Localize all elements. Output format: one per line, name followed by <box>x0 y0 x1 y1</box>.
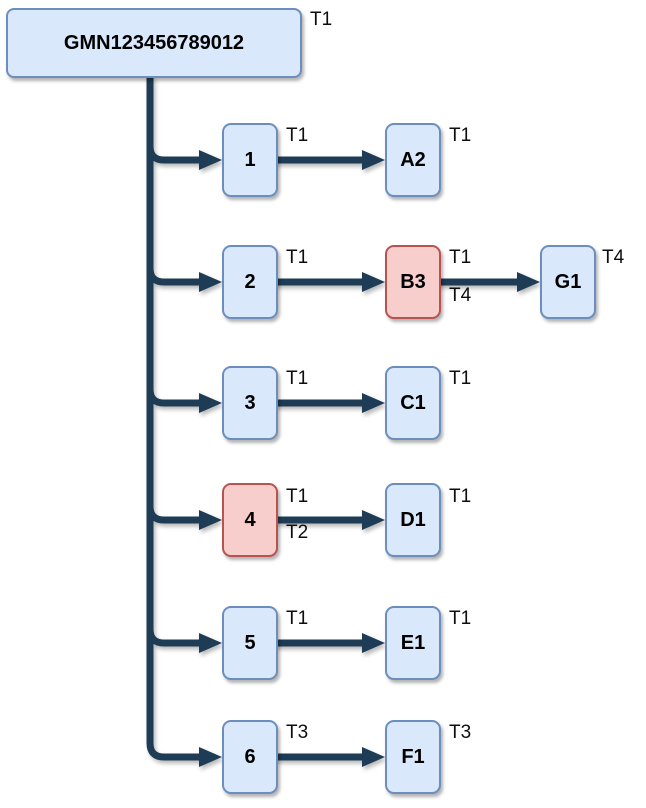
tag-node-5: T1 <box>286 608 309 629</box>
node-1[interactable]: 1 <box>222 123 278 197</box>
trunk-connector <box>146 74 204 761</box>
arrowhead-icon <box>199 150 222 170</box>
arrowhead-icon <box>362 510 385 530</box>
node-a2[interactable]: A2 <box>385 123 441 197</box>
tag-node-1: T1 <box>286 125 309 146</box>
branch-connector <box>146 142 204 164</box>
node-b3[interactable]: B3 <box>385 245 441 319</box>
node-3[interactable]: 3 <box>222 366 278 440</box>
node-e1[interactable]: E1 <box>385 606 441 680</box>
arrowhead-icon <box>199 633 222 653</box>
arrowhead-icon <box>199 747 222 767</box>
arrowhead-icon <box>199 510 222 530</box>
node-5[interactable]: 5 <box>222 606 278 680</box>
arrowhead-icon <box>199 272 222 292</box>
tag-node-6: T3 <box>286 722 309 743</box>
tag-node-2: T1 <box>286 247 309 268</box>
branch-connector <box>146 625 204 647</box>
node-d1[interactable]: D1 <box>385 483 441 557</box>
tag-root: T1 <box>310 9 333 30</box>
tag-node-4-bottom: T2 <box>286 522 309 543</box>
tag-node-c1: T1 <box>449 368 472 389</box>
branch-connector <box>146 264 204 286</box>
branch-connector <box>146 502 204 524</box>
arrowhead-icon <box>362 150 385 170</box>
arrowhead-icon <box>362 393 385 413</box>
tag-node-a2: T1 <box>449 125 472 146</box>
arrowhead-icon <box>199 393 222 413</box>
tag-node-b3-bottom: T4 <box>449 285 472 306</box>
arrowhead-icon <box>362 272 385 292</box>
node-root[interactable]: GMN123456789012 <box>6 8 302 78</box>
tag-node-e1: T1 <box>449 608 472 629</box>
node-4[interactable]: 4 <box>222 483 278 557</box>
tag-node-d1: T1 <box>449 486 472 507</box>
node-g1[interactable]: G1 <box>540 245 596 319</box>
arrowhead-icon <box>362 633 385 653</box>
tag-node-g1: T4 <box>602 247 625 268</box>
node-6[interactable]: 6 <box>222 720 278 794</box>
arrowhead-icon <box>517 272 540 292</box>
tag-node-b3-top: T1 <box>449 247 472 268</box>
tag-node-4-top: T1 <box>286 486 309 507</box>
node-2[interactable]: 2 <box>222 245 278 319</box>
node-f1[interactable]: F1 <box>385 720 441 794</box>
branch-connector <box>146 385 204 407</box>
tag-node-3: T1 <box>286 368 309 389</box>
arrowhead-icon <box>362 747 385 767</box>
node-c1[interactable]: C1 <box>385 366 441 440</box>
tag-node-f1: T3 <box>449 722 472 743</box>
